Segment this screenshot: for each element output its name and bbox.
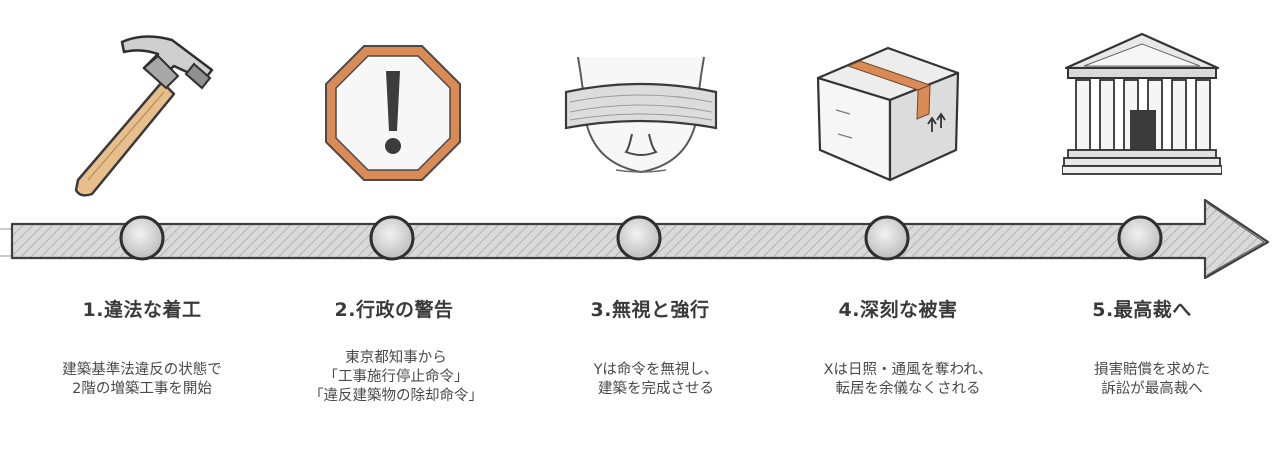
timeline-node-5 — [1117, 215, 1163, 261]
timeline-node-3 — [616, 215, 662, 261]
description-line: 転居を余儀なくされる — [835, 381, 981, 397]
step-4-title: 4.深刻な被害 — [838, 299, 958, 321]
warning-octagon-icon — [325, 45, 461, 181]
step-2-title: 2.行政の警告 — [334, 299, 454, 321]
description-line: 建築を完成させる — [598, 381, 714, 397]
step-5-description: 損害賠償を求めた 訴訟が最高裁へ — [1032, 361, 1272, 399]
description-line: 損害賠償を求めた — [1094, 362, 1210, 378]
description-line: 東京都知事から — [345, 350, 447, 366]
step-2-description: 東京都知事から 「工事施行停止命令」 「違反建築物の除却命令」 — [276, 349, 516, 406]
step-3-title: 3.無視と強行 — [590, 299, 710, 321]
step-1-title: 1.違法な着工 — [82, 299, 202, 321]
timeline-node-1 — [119, 215, 165, 261]
step-3-description: Yは命令を無視し、 建築を完成させる — [536, 361, 776, 399]
description-line: 「違反建築物の除却命令」 — [309, 388, 483, 404]
description-line: 「工事施行停止命令」 — [323, 369, 469, 385]
courthouse-icon — [1062, 32, 1222, 175]
cardboard-box-icon — [816, 46, 960, 182]
description-line: Xは日照・通風を奪われ、 — [823, 362, 993, 378]
step-4-description: Xは日照・通風を奪われ、 転居を余儀なくされる — [788, 361, 1028, 399]
description-line: Yは命令を無視し、 — [593, 362, 719, 378]
timeline-node-4 — [864, 215, 910, 261]
blindfold-face-icon — [564, 56, 718, 174]
hammer-icon — [74, 35, 214, 197]
description-line: 建築基準法違反の状態で — [62, 362, 222, 378]
step-1-description: 建築基準法違反の状態で 2階の増築工事を開始 — [22, 361, 262, 399]
step-5-title: 5.最高裁へ — [1092, 299, 1192, 321]
timeline-node-2 — [369, 215, 415, 261]
description-line: 訴訟が最高裁へ — [1101, 381, 1203, 397]
description-line: 2階の増築工事を開始 — [72, 381, 212, 397]
